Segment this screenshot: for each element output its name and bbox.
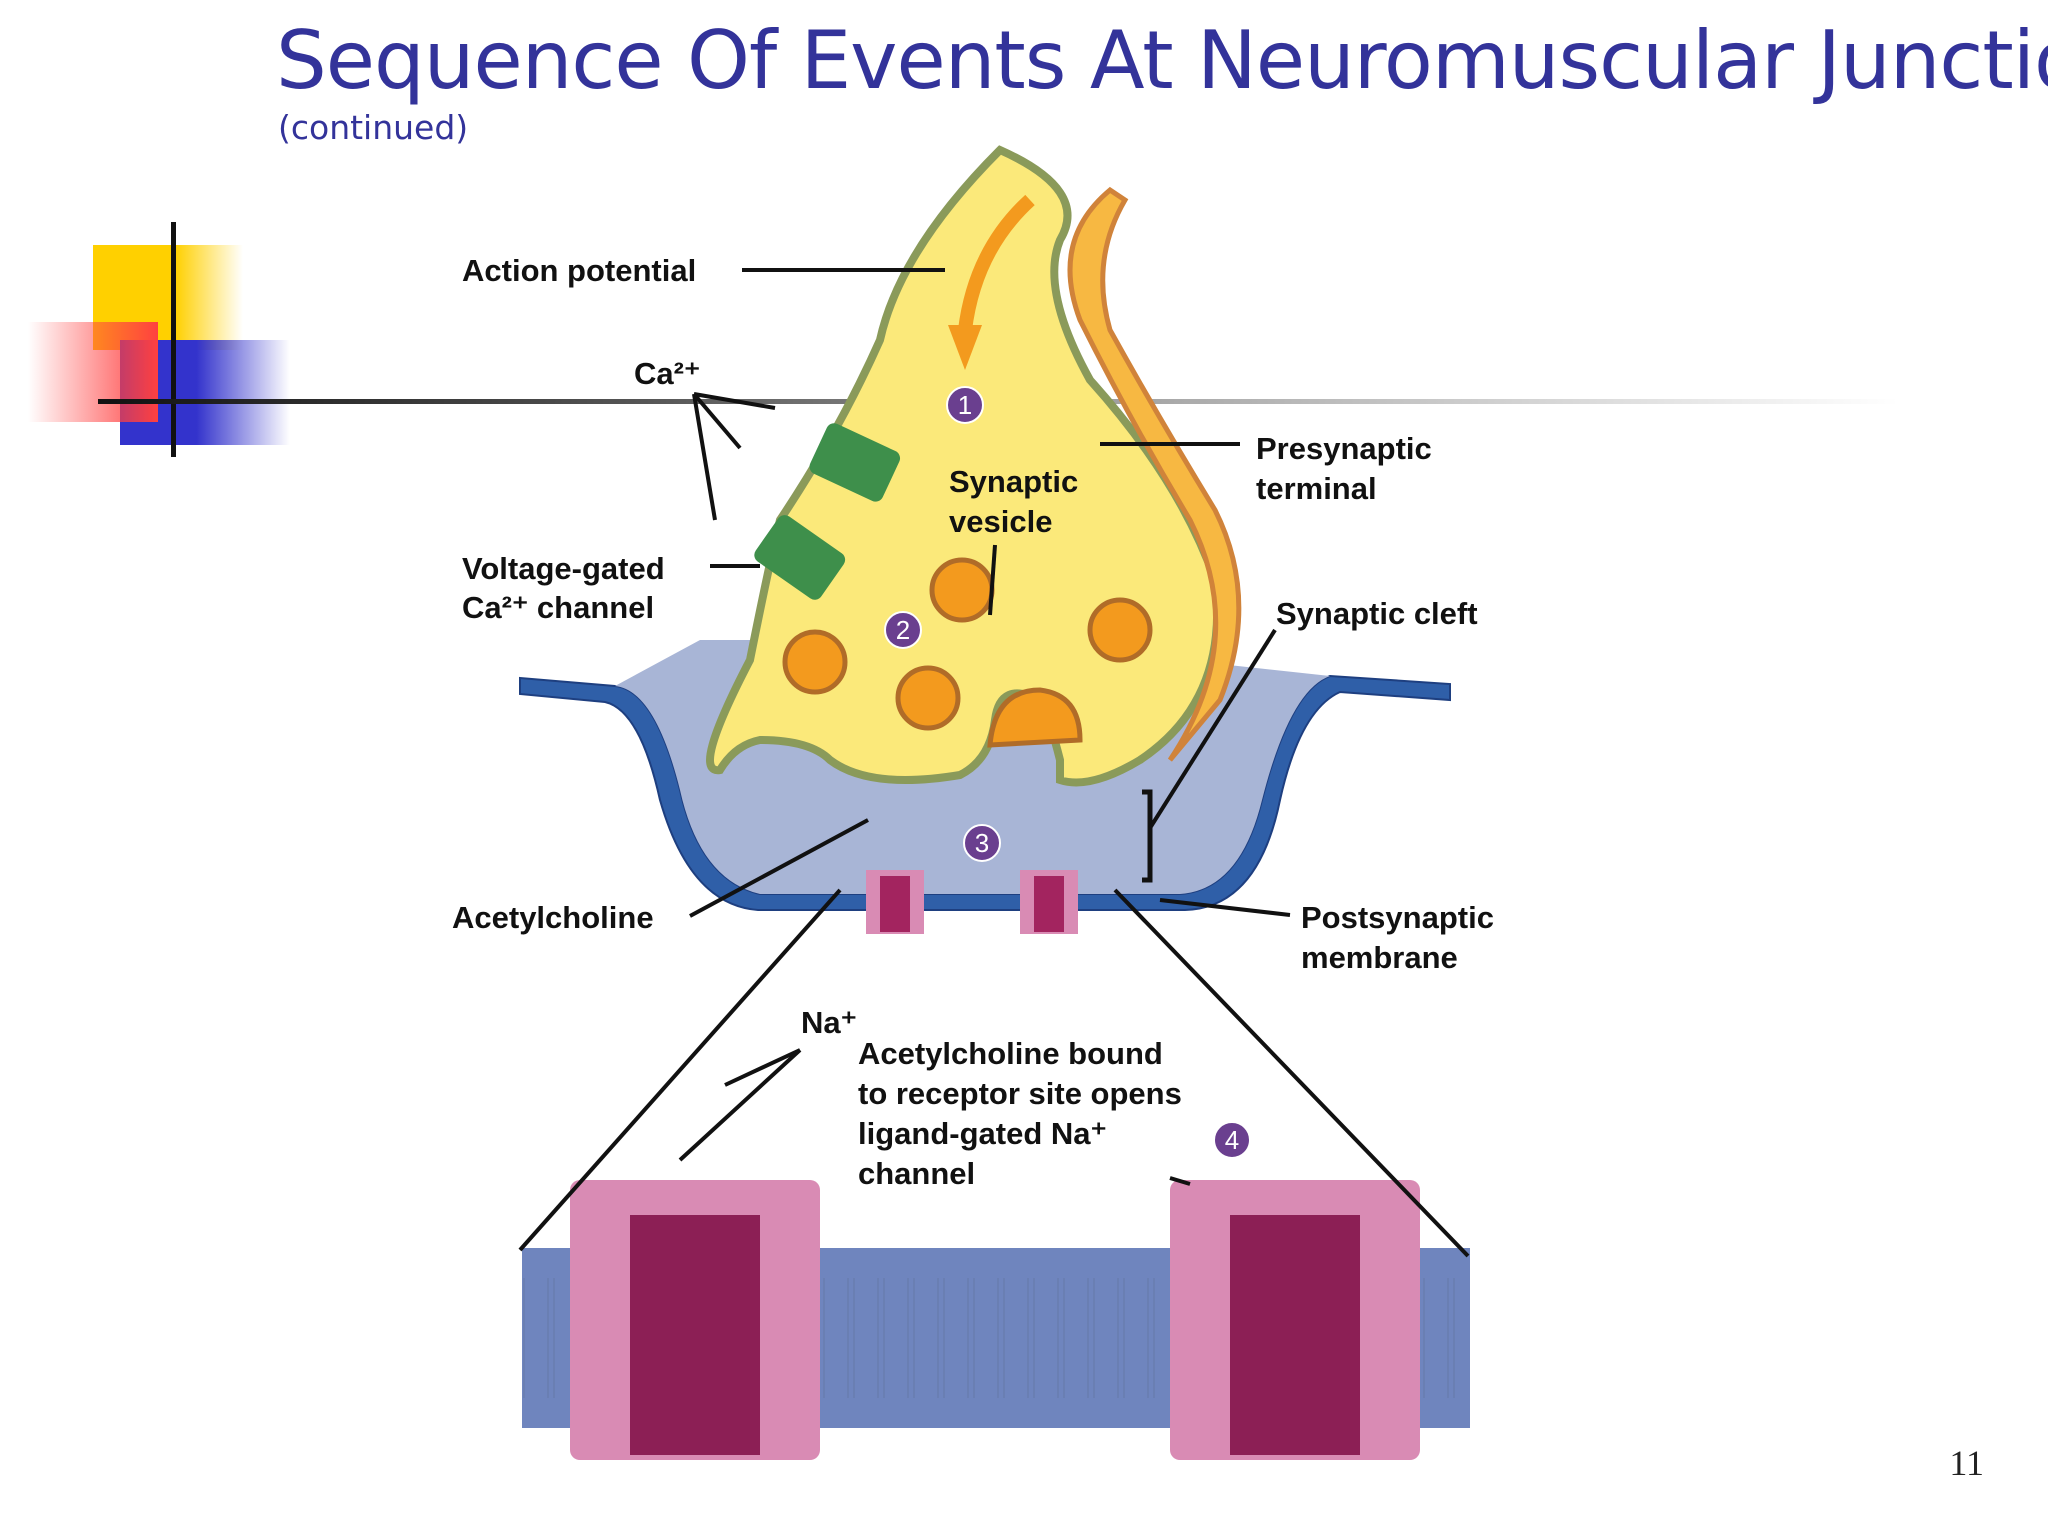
label-synaptic-vesicle-2: vesicle	[949, 504, 1052, 539]
label-presynaptic-2: terminal	[1256, 471, 1377, 506]
label-voltage-gated-1: Voltage-gated	[462, 551, 665, 586]
ca-channels	[754, 423, 901, 600]
page-subtitle: (continued)	[278, 108, 469, 147]
label-na-ion: Na⁺	[801, 1005, 857, 1040]
page-number: 11	[1949, 1443, 1984, 1483]
label-synaptic-vesicle-1: Synaptic	[949, 464, 1078, 499]
label-action-potential: Action potential	[462, 253, 696, 288]
step-2: 2	[896, 615, 910, 645]
label-ach-bound-1: Acetylcholine bound	[858, 1036, 1163, 1071]
leader-lines	[518, 268, 1470, 1258]
label-ca-ion: Ca²⁺	[634, 356, 700, 391]
step-3: 3	[975, 828, 989, 858]
synaptic-vesicles	[782, 557, 1153, 748]
decor-vertical-line	[171, 222, 176, 457]
decor-red-square	[28, 322, 158, 422]
label-voltage-gated-2: Ca²⁺ channel	[462, 590, 654, 625]
step-4: 4	[1225, 1125, 1239, 1155]
label-acetylcholine: Acetylcholine	[452, 900, 654, 935]
presynaptic-sheath	[1067, 186, 1242, 762]
membrane-detail	[522, 1180, 1470, 1460]
label-postsynaptic-2: membrane	[1301, 940, 1458, 975]
action-potential-arrow	[958, 194, 1035, 331]
postsynaptic-receptors	[866, 870, 1078, 934]
label-ach-bound-4: channel	[858, 1156, 975, 1191]
label-synaptic-cleft: Synaptic cleft	[1276, 596, 1478, 631]
step-circles	[884, 386, 1251, 1159]
label-postsynaptic-1: Postsynaptic	[1301, 900, 1494, 935]
label-ach-bound-2: to receptor site opens	[858, 1076, 1182, 1111]
page-title: Sequence Of Events At Neuromuscular Junc…	[276, 14, 2048, 107]
label-ach-bound-3: ligand-gated Na⁺	[858, 1116, 1107, 1151]
step-1: 1	[958, 390, 972, 420]
label-presynaptic-1: Presynaptic	[1256, 431, 1432, 466]
